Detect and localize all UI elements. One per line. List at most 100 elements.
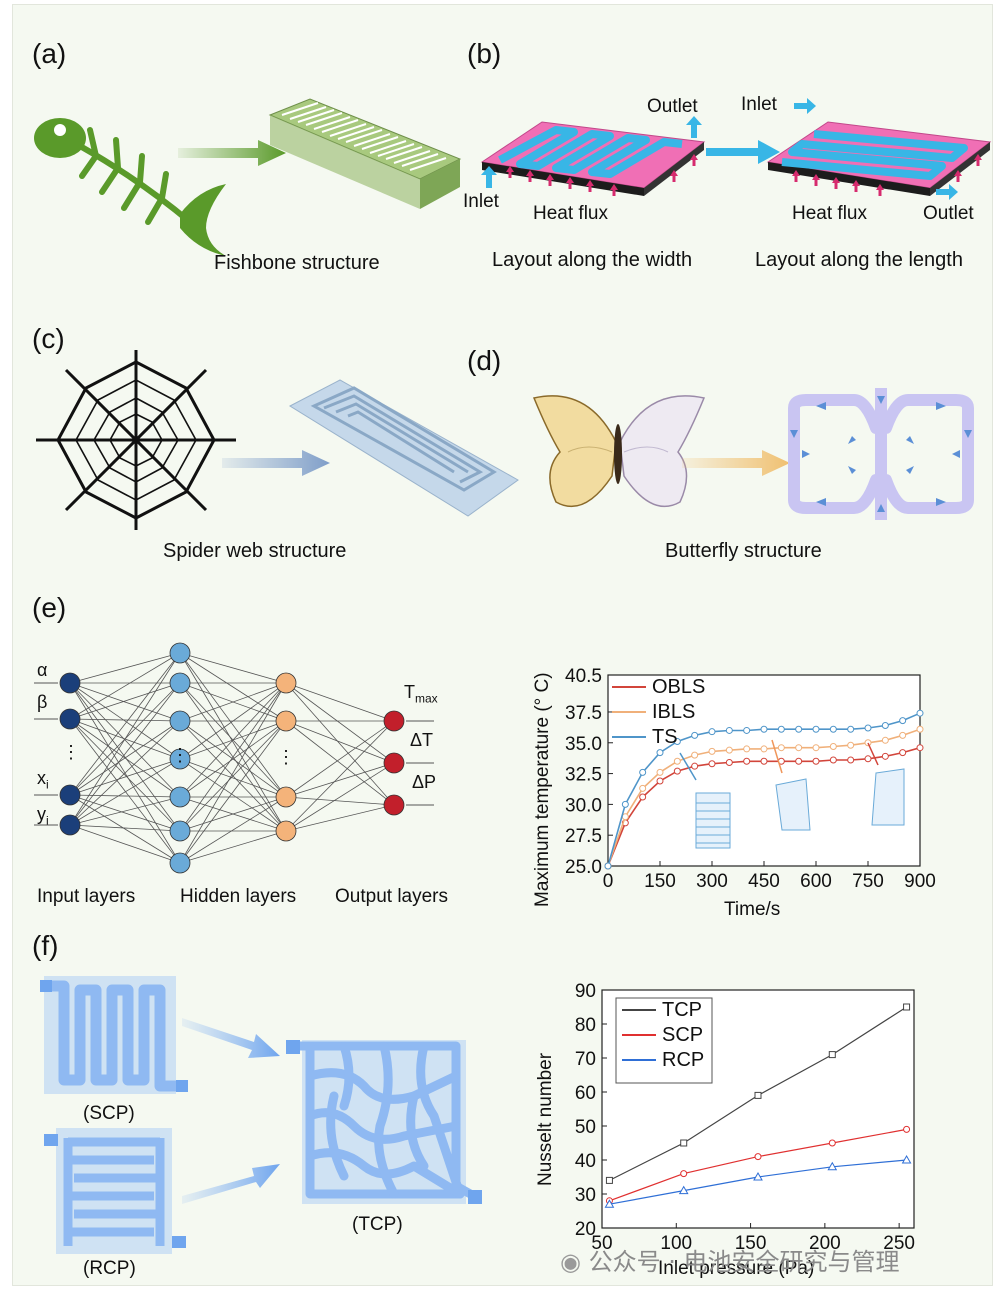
label-heatflux-width: Heat flux [533,203,608,224]
input-x: xi [37,768,49,792]
x-tick-label: 200 [809,1233,841,1254]
data-point [639,768,647,776]
data-point [901,1154,912,1164]
caption-butterfly: Butterfly structure [665,540,822,562]
nn-connection [69,682,181,832]
nn-connection [69,682,181,760]
x-tick-label: 250 [883,1233,915,1254]
inset-obls [871,768,905,826]
blue-arrow-upper-icon [182,1018,280,1058]
label-tcp: (TCP) [352,1214,403,1235]
butterfly-icon [532,395,706,507]
label-heatflux-length: Heat flux [792,203,867,224]
data-point [691,751,699,759]
y-tick-label: 25.0 [565,857,602,878]
input-alpha: α [37,660,48,680]
nn-connection [69,682,181,826]
nn-connection [285,682,395,806]
data-point [754,1153,762,1161]
data-point [812,725,820,733]
nn-connection [285,682,395,764]
nn-node [59,814,81,836]
output-delta-t: ΔT [410,730,434,750]
data-point [903,1125,911,1133]
data-point [881,736,889,744]
nn-node [59,708,81,730]
nn-connection [179,720,287,798]
data-point [743,726,751,734]
inlet-arrow-right-icon [794,98,816,114]
blue-arrow-web-icon [222,450,330,476]
nn-node [383,752,405,774]
y-tick-label: 50 [575,1117,596,1138]
nn-connection [179,720,287,864]
nn-connection [179,796,287,864]
data-point [743,757,751,765]
chart1-xlabel: Time/s [724,899,781,920]
data-point [673,738,681,746]
data-point [680,1139,688,1147]
chart2-xlabel: Inlet pressure (Pa) [658,1258,815,1279]
outlet-arrow-right-icon [936,184,958,200]
input-ellipsis: ⋮ [62,742,80,762]
watermark: ◉ 公众号 · 电池安全研究与管理 [560,1248,900,1276]
nn-connection [285,720,395,806]
nn-connection [69,718,181,832]
legend-box [615,997,713,1084]
data-point [678,1185,689,1195]
nn-connection [69,718,181,864]
nn-connection [69,652,181,720]
nn-node [275,786,297,808]
data-point [795,744,803,752]
nn-connection [179,652,287,798]
nn-node [59,672,81,694]
nn-ellipsis: ⋮ [171,745,189,765]
x-tick-label: 0 [603,871,614,892]
nn-connection [179,720,287,832]
y-tick-label: 30 [575,1185,596,1206]
nn-connection [69,824,181,864]
scp-channel-icon [40,976,188,1094]
nn-connection [69,796,181,826]
data-point [812,757,820,765]
data-point [777,744,785,752]
legend-label: TS [652,726,678,748]
panel-label-d: (d) [467,345,502,376]
data-point [691,762,699,770]
data-point [725,726,733,734]
data-point [760,745,768,753]
nn-connection [179,682,287,832]
nn-connection [285,682,395,722]
blue-arrow-lower-icon [182,1164,280,1204]
nn-node [169,642,191,664]
nn-connection [69,682,181,798]
y-tick-label: 40 [575,1151,596,1172]
nn-connection [69,758,181,826]
y-tick-label: 30.0 [565,795,602,816]
data-point [656,749,664,757]
caption-spider-web: Spider web structure [163,540,347,562]
data-point [828,1051,836,1059]
y-tick-label: 37.5 [565,703,602,724]
nn-connection [285,804,395,832]
data-point [753,1171,763,1181]
spider-web-icon [36,350,236,530]
data-point [680,1170,688,1178]
output-tmax: Tmax [404,682,438,706]
caption-fishbone: Fishbone structure [214,252,380,274]
inset-pointer [679,752,697,781]
output-delta-p: ΔP [412,772,437,792]
data-point [829,725,837,733]
y-tick-label: 35.0 [565,734,602,755]
x-tick-label: 100 [660,1233,692,1254]
nn-connection [69,758,181,796]
chart1-ylabel: Maximum temperature (° C) [532,672,553,907]
data-point [777,725,785,733]
label-input-layers: Input layers [37,886,136,907]
nn-ellipsis: ⋮ [277,747,295,767]
nn-connection [69,652,181,826]
data-point [656,777,664,785]
y-tick-label: 27.5 [565,826,602,847]
